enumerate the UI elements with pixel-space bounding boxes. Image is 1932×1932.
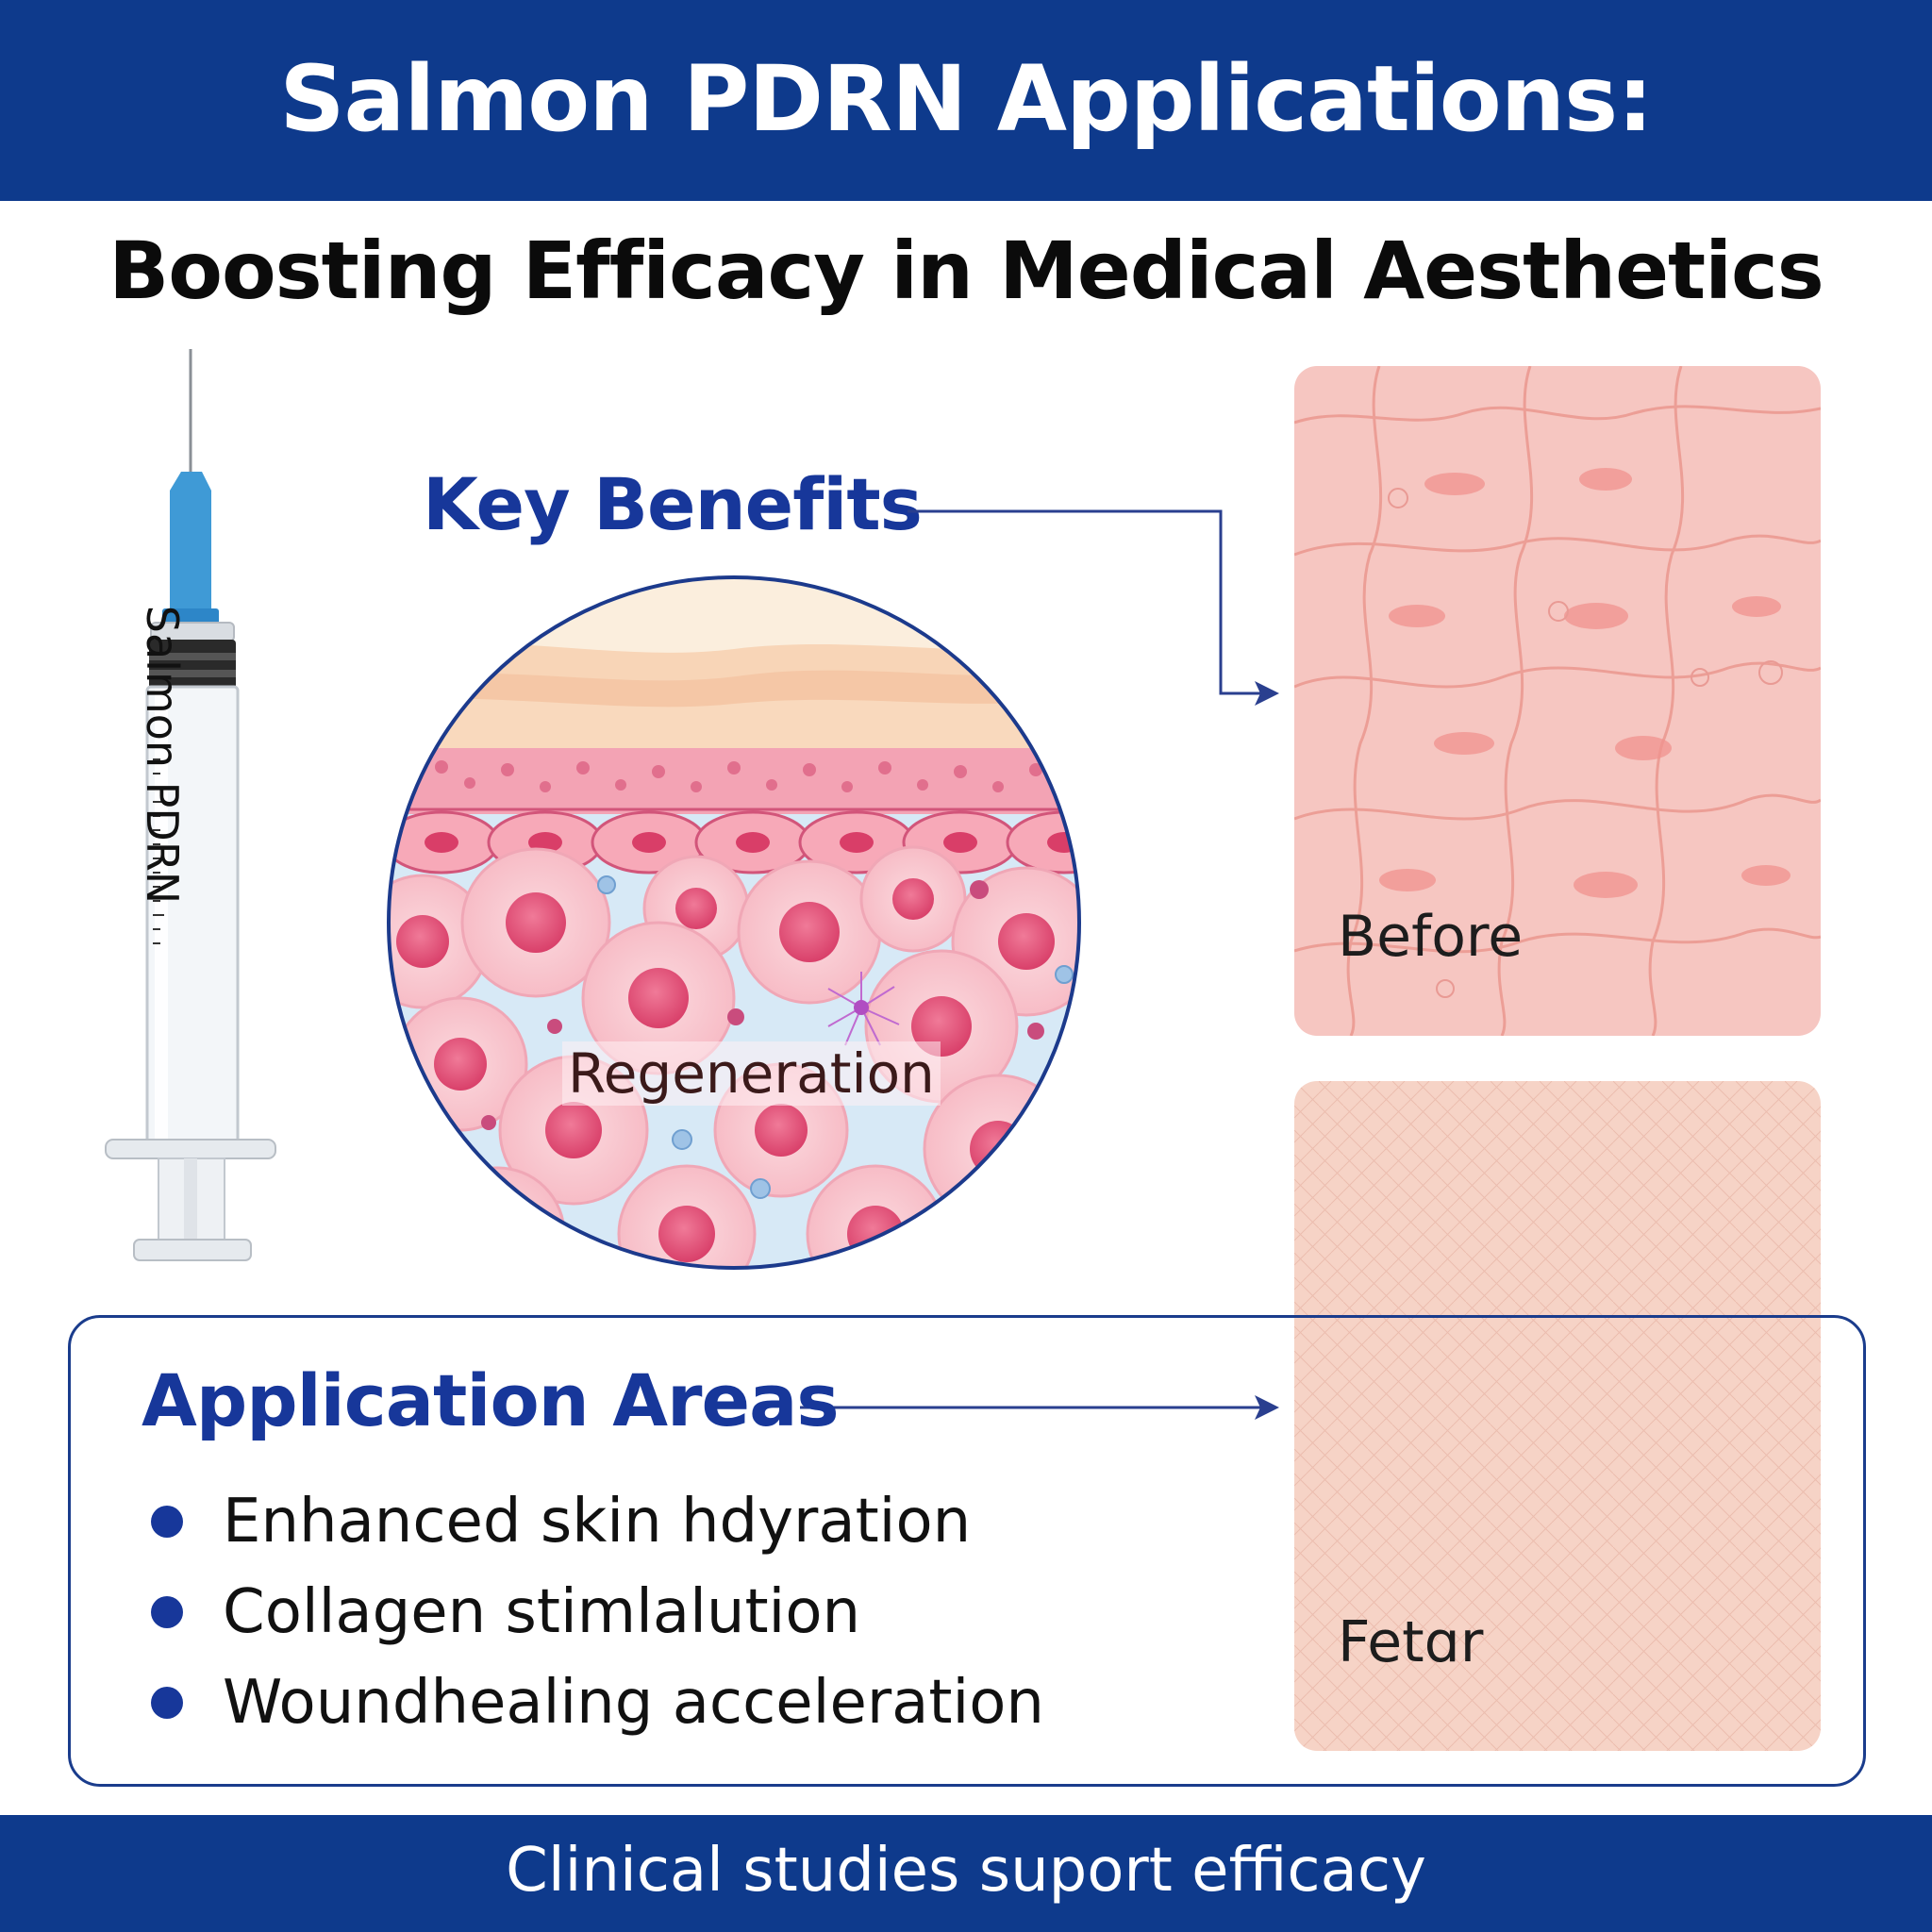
header-band: Salmon PDRN Applications: — [0, 0, 1932, 201]
before-skin-texture — [1294, 366, 1821, 1036]
skin-cells-illustration — [387, 575, 1081, 1270]
key-benefits-heading: Key Benefits — [423, 462, 923, 546]
bullet-icon — [151, 1596, 183, 1628]
list-item-text: Collagen stimlalution — [223, 1577, 861, 1647]
page-title: Salmon PDRN Applications: — [279, 45, 1653, 152]
before-skin-panel: Before — [1294, 366, 1821, 1036]
syringe-label: Salmon PDRN — [137, 605, 188, 905]
footer-text: Clinical studies suport efficacy — [506, 1836, 1426, 1906]
list-item-text: Woundhealing acceleration — [223, 1668, 1044, 1738]
regeneration-label: Regeneration — [562, 1041, 941, 1106]
bullet-icon — [151, 1687, 183, 1719]
list-item: Collagen stimlalution — [151, 1567, 1044, 1657]
arrow-head-icon — [1255, 681, 1279, 706]
application-areas-heading: Application Areas — [142, 1358, 840, 1442]
list-item: Enhanced skin hdyration — [151, 1476, 1044, 1567]
after-skin-panel: Fetɑr — [1294, 1081, 1821, 1751]
after-skin-texture — [1294, 1081, 1821, 1751]
syringe-illustration — [105, 349, 276, 1261]
after-label: Fetɑr — [1338, 1609, 1484, 1675]
page-subtitle: Boosting Efficacy in Medical Aesthetics — [108, 225, 1824, 317]
before-label: Before — [1338, 904, 1524, 970]
list-item-text: Enhanced skin hdyration — [223, 1487, 972, 1557]
application-list: Enhanced skin hdyration Collagen stimlal… — [151, 1476, 1044, 1748]
list-item: Woundhealing acceleration — [151, 1657, 1044, 1748]
bullet-icon — [151, 1506, 183, 1538]
footer-band: Clinical studies suport efficacy — [0, 1815, 1932, 1932]
application-areas-box — [68, 1315, 1866, 1787]
